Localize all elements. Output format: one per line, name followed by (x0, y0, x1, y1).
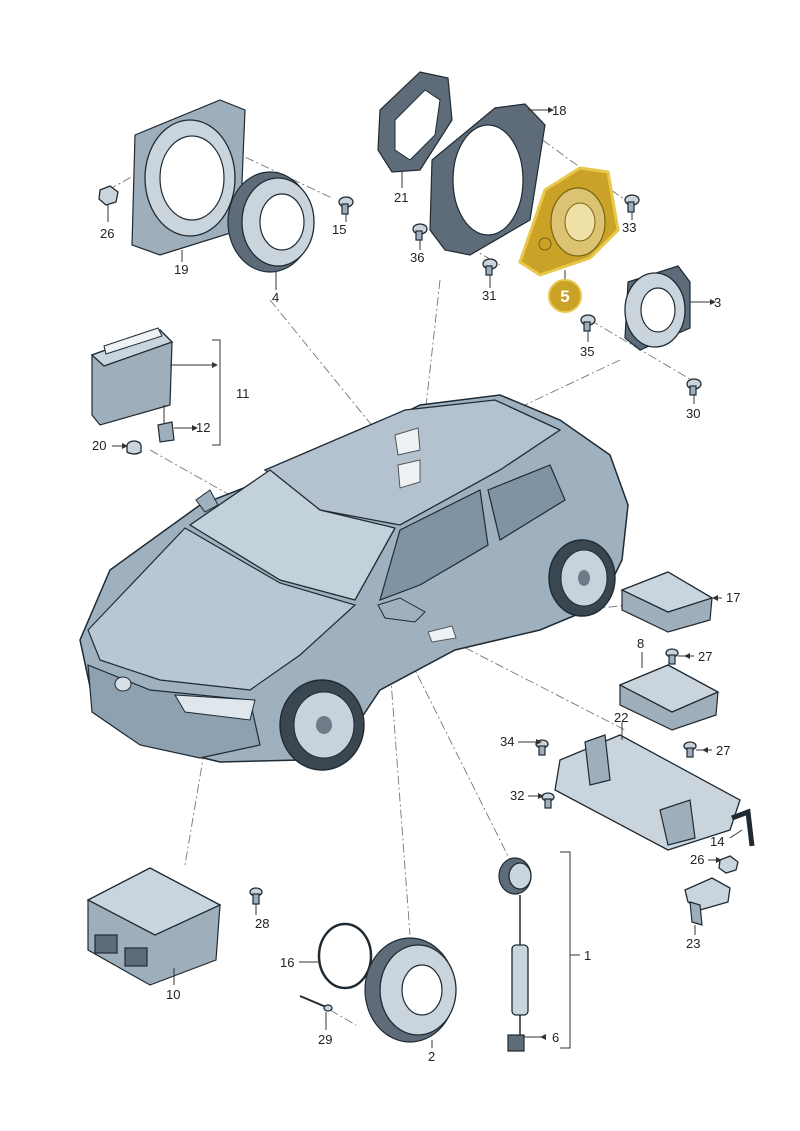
callout-20: 20 (92, 438, 106, 453)
callout-6: 6 (552, 1030, 559, 1045)
callout-18: 18 (552, 103, 566, 118)
part-36-screw (412, 223, 428, 241)
car-logo (114, 676, 132, 692)
car-hood (87, 527, 357, 691)
callout-30: 30 (686, 406, 700, 421)
callout-4: 4 (272, 290, 279, 305)
part-19-speaker-bracket (131, 99, 246, 256)
callout-labels: 26 19 4 15 21 18 36 31 33 5 3 35 30 11 1… (92, 103, 740, 1064)
part-3-speaker (624, 265, 691, 351)
part-27-screw-b (683, 741, 697, 758)
part-1-antenna-assembly (498, 857, 532, 1035)
car-body (79, 394, 629, 771)
part-31-screw (482, 258, 498, 276)
part-16-o-ring (317, 922, 373, 990)
part-4-speaker (227, 171, 315, 273)
callout-31: 31 (482, 288, 496, 303)
part-28-screw (249, 887, 263, 905)
part-5-highlighted-tweeter (518, 166, 620, 277)
callout-12: 12 (196, 420, 210, 435)
roof-speaker-marker-1 (394, 427, 421, 456)
callout-26-top: 26 (100, 226, 114, 241)
callout-3: 3 (714, 295, 721, 310)
car-rear-wheel (548, 539, 616, 617)
leader-arrowheads (122, 107, 722, 1040)
callout-5-badge (548, 279, 582, 313)
part-35-screw (580, 314, 596, 332)
callout-14: 14 (710, 834, 724, 849)
callout-19: 19 (174, 262, 188, 277)
car-mirror-left (195, 489, 219, 513)
callout-27-b: 27 (716, 743, 730, 758)
callout-32: 32 (510, 788, 524, 803)
car-headlight (174, 694, 256, 721)
callout-2: 2 (428, 1049, 435, 1064)
door-speaker-marker (427, 625, 457, 643)
car-side-window-front (379, 489, 489, 601)
callout-34: 34 (500, 734, 514, 749)
part-33-screw (624, 194, 640, 213)
part-15-screw (338, 196, 354, 215)
part-22-mounting-plate (554, 734, 741, 851)
part-23-bracket (684, 877, 731, 926)
callout-28: 28 (255, 916, 269, 931)
callout-23: 23 (686, 936, 700, 951)
car-mirror (377, 597, 426, 623)
roof-speaker-marker-2 (397, 459, 421, 489)
callout-8: 8 (637, 636, 644, 651)
callout-5: 5 (560, 287, 569, 306)
part-10-control-box (86, 867, 222, 986)
part-32-screw (541, 792, 555, 809)
car-windshield (188, 469, 396, 601)
part-26-nut-top (98, 185, 119, 206)
car-front-bumper (87, 664, 261, 759)
callout-27-a: 27 (698, 649, 712, 664)
part-11-control-unit (90, 327, 174, 426)
part-14-hook (731, 808, 755, 847)
callout-10: 10 (166, 987, 180, 1002)
part-18-speaker-frame (429, 103, 546, 256)
callout-29: 29 (318, 1032, 332, 1047)
part-29-pin (299, 995, 333, 1012)
part-30-screw (686, 378, 702, 396)
part-8-amplifier (618, 664, 720, 731)
callout-22: 22 (614, 710, 628, 725)
part-6-connector (507, 1034, 525, 1052)
callout-35: 35 (580, 344, 594, 359)
callout-17: 17 (726, 590, 740, 605)
part-12-connector (157, 405, 175, 443)
callout-1: 1 (584, 948, 591, 963)
callout-33: 33 (622, 220, 636, 235)
callout-36: 36 (410, 250, 424, 265)
car-side-window-rear (487, 464, 566, 541)
callout-21: 21 (394, 190, 408, 205)
callout-15: 15 (332, 222, 346, 237)
part-26-nut-bottom (718, 855, 739, 874)
part-20-cap (126, 440, 142, 455)
part-21-ring (377, 71, 453, 173)
car-front-wheel (279, 679, 365, 771)
part-17-module (620, 571, 714, 633)
leader-lines (107, 109, 743, 1049)
callout-11: 11 (236, 386, 250, 401)
callout-26-bottom: 26 (690, 852, 704, 867)
part-2-speaker (364, 937, 457, 1043)
part-27-screw-a (665, 648, 679, 665)
callout-16: 16 (280, 955, 294, 970)
